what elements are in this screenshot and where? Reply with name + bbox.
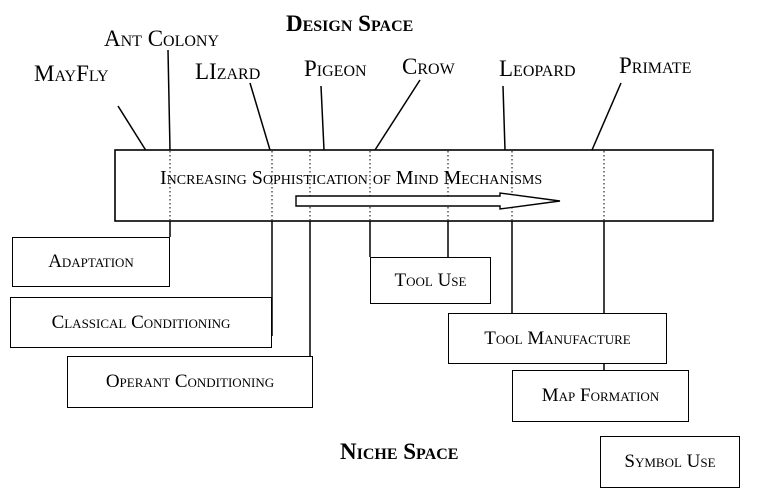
primate-pointer bbox=[591, 82, 622, 151]
sophistication-arrow bbox=[295, 192, 561, 210]
species-label-pigeon: Pigeon bbox=[304, 56, 367, 81]
crow-pointer bbox=[374, 79, 421, 151]
niche-box-classical-conditioning: Classical Conditioning bbox=[10, 297, 272, 348]
niche-space-title: Niche Space bbox=[340, 439, 459, 464]
niche-box-tool-use: Tool Use bbox=[370, 257, 491, 304]
pigeon-pointer bbox=[320, 85, 325, 151]
species-label-primate: Primate bbox=[619, 53, 692, 78]
niche-box-adaptation: Adaptation bbox=[12, 237, 170, 287]
lizard-pointer bbox=[249, 82, 271, 151]
species-label-crow: Crow bbox=[402, 54, 455, 79]
niche-box-symbol-use: Symbol Use bbox=[600, 436, 740, 488]
niche-box-map-formation: Map Formation bbox=[512, 370, 689, 422]
species-label-leopard: Leopard bbox=[499, 56, 576, 81]
leopard-pointer bbox=[502, 85, 506, 151]
species-label-mayfly: MayFly bbox=[34, 61, 109, 86]
species-label-lizard: LIzard bbox=[195, 59, 261, 84]
mind-mechanisms-band bbox=[114, 149, 714, 222]
niche-box-tool-manufacture: Tool Manufacture bbox=[448, 313, 667, 364]
design-space-title: Design Space bbox=[286, 11, 414, 36]
ant-colony-pointer bbox=[167, 49, 171, 151]
band-label: Increasing Sophistication of Mind Mechan… bbox=[160, 167, 543, 189]
niche-box-operant-conditioning: Operant Conditioning bbox=[67, 356, 313, 408]
species-label-ant-colony: Ant Colony bbox=[104, 26, 220, 51]
mayfly-pointer bbox=[117, 105, 151, 158]
